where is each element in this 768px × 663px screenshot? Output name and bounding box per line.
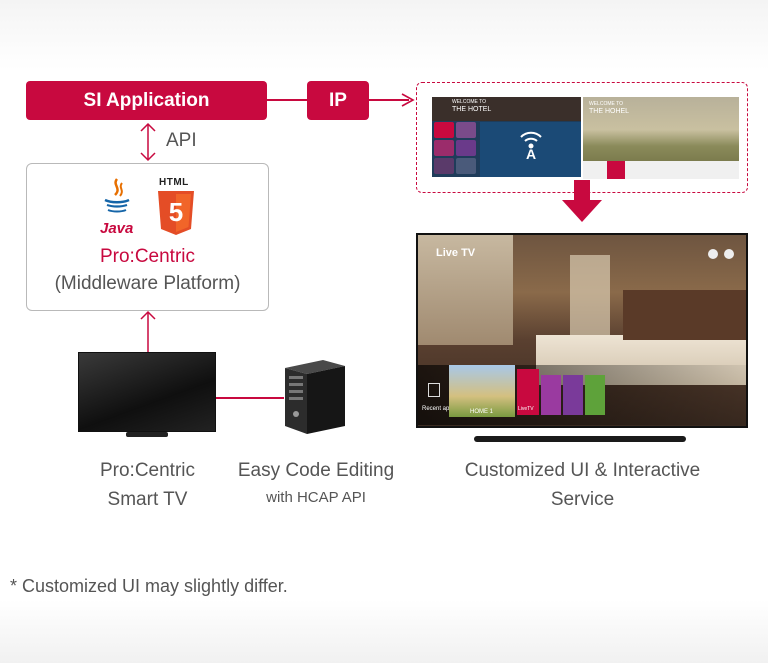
middleware-platform-box: Java HTML 5 Pro:Centric (Middleware Plat… xyxy=(26,163,269,311)
si-application-label: SI Application xyxy=(83,89,210,111)
api-label: API xyxy=(166,130,197,151)
preview-2-menu-active xyxy=(607,161,625,179)
live-tv-screen: Live TV Recent ap HOME 1 LiveTV xyxy=(416,233,748,428)
preview-1-hotel: THE HOTEL xyxy=(452,106,492,113)
live-tv-image: Live TV Recent ap HOME 1 LiveTV xyxy=(416,233,748,448)
live-tv-top-icon-1 xyxy=(708,249,718,259)
smart-tv-caption-line1: Pro:Centric xyxy=(99,460,196,481)
preview-1-letter-a: A xyxy=(526,146,537,162)
smart-tv-stand xyxy=(126,432,168,437)
room-window xyxy=(418,235,513,345)
preview-1-tile-3 xyxy=(434,140,454,156)
ui-caption-line2: Service xyxy=(550,489,615,510)
preview-1-tile-4 xyxy=(456,140,476,156)
live-tv-title: Live TV xyxy=(436,247,476,259)
code-editing-caption-line2: with HCAP API xyxy=(266,489,366,506)
platform-subtitle: (Middleware Platform) xyxy=(54,273,241,294)
html5-logo-icon xyxy=(158,191,194,235)
java-label: Java xyxy=(100,220,134,237)
connector-tv-to-server xyxy=(216,397,284,399)
preview-screen-2: WELCOME TO THE HOHEL xyxy=(583,97,739,179)
preview-2-welcome: WELCOME TO xyxy=(589,101,623,107)
preview-1-header xyxy=(432,97,581,121)
preview-1-welcome: WELCOME TO xyxy=(452,99,486,105)
recent-label: Recent ap xyxy=(422,406,450,412)
html5-digit: 5 xyxy=(168,197,184,227)
connector-si-to-ip xyxy=(267,99,307,101)
smart-tv-caption-line2: Smart TV xyxy=(107,489,188,510)
preview-screen-1: WELCOME TO THE HOTEL A xyxy=(432,97,581,177)
ui-caption: Customized UI & Interactive Service xyxy=(440,456,725,514)
html-label: HTML xyxy=(159,177,189,188)
arrow-down-icon xyxy=(562,180,602,222)
api-double-arrow-icon xyxy=(140,122,156,162)
smart-tv-screen xyxy=(78,352,216,432)
app-tile-1 xyxy=(541,375,561,415)
preview-2-hotel: THE HOHEL xyxy=(589,108,630,115)
si-application-box: SI Application xyxy=(26,81,267,120)
ui-caption-line1: Customized UI & Interactive xyxy=(464,460,701,481)
smart-tv-image xyxy=(78,352,216,440)
livetv-tile xyxy=(517,369,539,415)
live-tv-stand xyxy=(474,436,686,442)
connector-ip-to-preview xyxy=(369,99,409,101)
preview-1-main-panel xyxy=(480,122,581,177)
app-tile-3 xyxy=(585,375,605,415)
preview-1-tile-5 xyxy=(434,158,454,174)
smart-tv-caption: Pro:Centric Smart TV xyxy=(60,456,235,514)
preview-1-tile-1 xyxy=(434,122,454,138)
home-tile xyxy=(449,365,515,417)
live-tv-top-icon-2 xyxy=(724,249,734,259)
room-headboard xyxy=(623,290,746,340)
home-tile-label: HOME 1 xyxy=(470,409,494,415)
recent-icon xyxy=(428,383,440,397)
java-logo-icon xyxy=(104,178,130,213)
ip-label: IP xyxy=(329,89,347,111)
code-editing-caption-line1: Easy Code Editing xyxy=(237,460,395,481)
arrow-right-icon xyxy=(401,93,415,107)
app-tile-2 xyxy=(563,375,583,415)
arrow-up-icon xyxy=(140,310,156,352)
livetv-tile-label: LiveTV xyxy=(518,406,534,412)
code-editing-caption: Easy Code Editing xyxy=(222,456,410,485)
preview-1-tile-2 xyxy=(456,122,476,138)
ip-box: IP xyxy=(307,81,369,120)
footnote: * Customized UI may slightly differ. xyxy=(10,576,288,596)
server-icon xyxy=(285,360,345,434)
wifi-icon xyxy=(520,131,542,149)
platform-name: Pro:Centric xyxy=(99,246,196,267)
preview-1-tile-6 xyxy=(456,158,476,174)
